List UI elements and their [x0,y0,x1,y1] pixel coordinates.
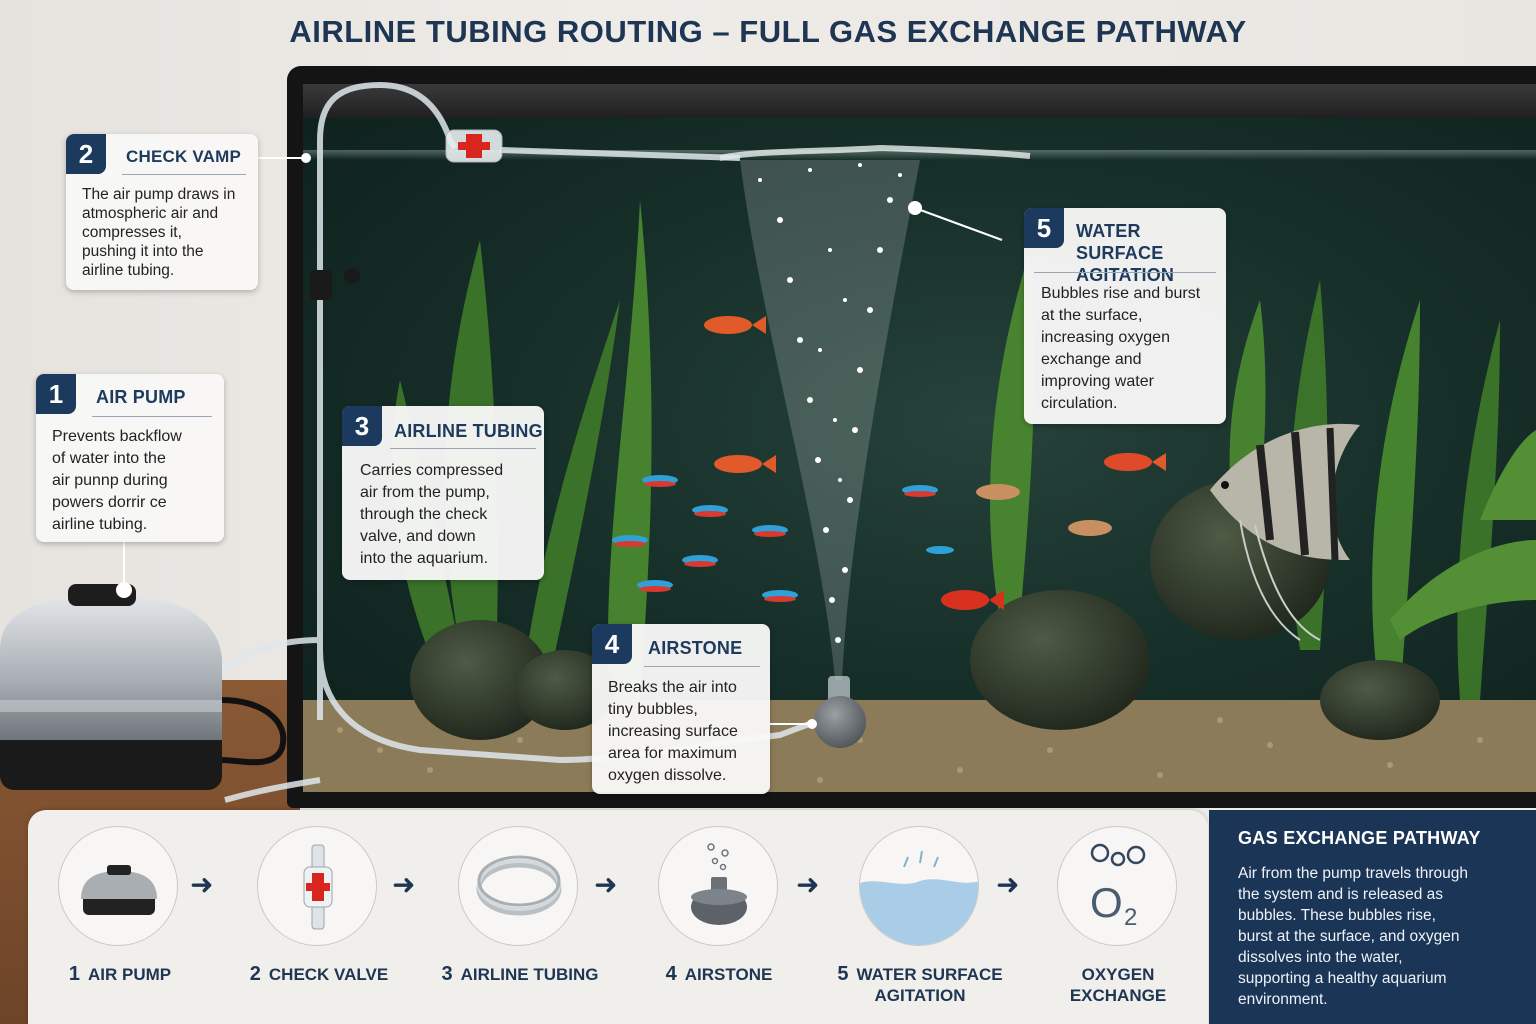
callout-number: 1 [36,374,76,414]
callout-divider [92,416,212,417]
callout-divider [390,448,536,449]
surface-froth [719,144,1031,161]
callout-heading: AIRLINE TUBING [394,421,543,441]
arrow-right-icon: ➜ [996,869,1020,900]
o2-subscript: 2 [1124,904,1137,931]
airstone-icon [691,843,747,925]
arrow-right-icon: ➜ [190,869,214,900]
callout-number: 2 [66,134,106,174]
tubing-clip [310,270,332,300]
callout-divider [122,174,246,175]
callout-heading: CHECK VAMP [126,147,242,166]
rock [410,620,550,740]
air-pump [0,582,222,790]
callout-number: 5 [1024,208,1064,248]
aquarium-lid [303,84,1536,118]
check-valve [445,129,503,163]
step-circle-water-surface [859,826,979,946]
water-surface [303,150,1536,160]
check-valve-icon [303,844,333,930]
tubing-clip-knob [344,268,360,284]
aquatic-plants [392,200,1536,700]
airline-tubing [218,81,822,803]
red-tetra-fish [704,316,1166,610]
rock [970,590,1150,730]
callout-heading: AIRSTONE [648,638,743,658]
bubble-column [740,160,920,680]
step-circle-air-pump [58,826,178,946]
air-pump-icon [81,865,157,915]
callout-number: 4 [592,624,632,664]
info-heading: GAS EXCHANGE PATHWAY [1238,828,1481,848]
step-label-oxygen: OXYGEN EXCHANGE [1069,965,1167,1005]
water-surface-icon [860,850,978,945]
step-circle-airline-tubing [458,826,578,946]
rock [515,650,615,730]
neon-tetra-fish [612,475,954,602]
pathway-steps-panel [28,810,1208,1024]
callout-leaders [123,153,1003,729]
tubing-coil-icon [476,855,562,916]
callout-heading: AIR PUMP [96,387,186,407]
page-title: AIRLINE TUBING ROUTING – FULL GAS EXCHAN… [289,14,1247,49]
arrow-right-icon: ➜ [594,869,618,900]
callout-divider [644,666,760,667]
step-circle-check-valve [257,826,377,946]
step-circle-airstone [658,826,778,946]
airstone [814,676,866,748]
power-cord [221,697,287,766]
gas-exchange-info-box: GAS EXCHANGE PATHWAY Air from the pump t… [1209,810,1536,1024]
arrow-right-icon: ➜ [796,869,820,900]
step-circle-oxygen: O 2 [1057,826,1177,946]
callout-number: 3 [342,406,382,446]
callout-divider [1034,272,1216,273]
rock [1320,660,1440,740]
angelfish [1210,423,1360,641]
arrow-right-icon: ➜ [392,869,416,900]
oxygen-icon: O 2 [1090,843,1146,931]
o2-symbol: O [1090,879,1123,926]
